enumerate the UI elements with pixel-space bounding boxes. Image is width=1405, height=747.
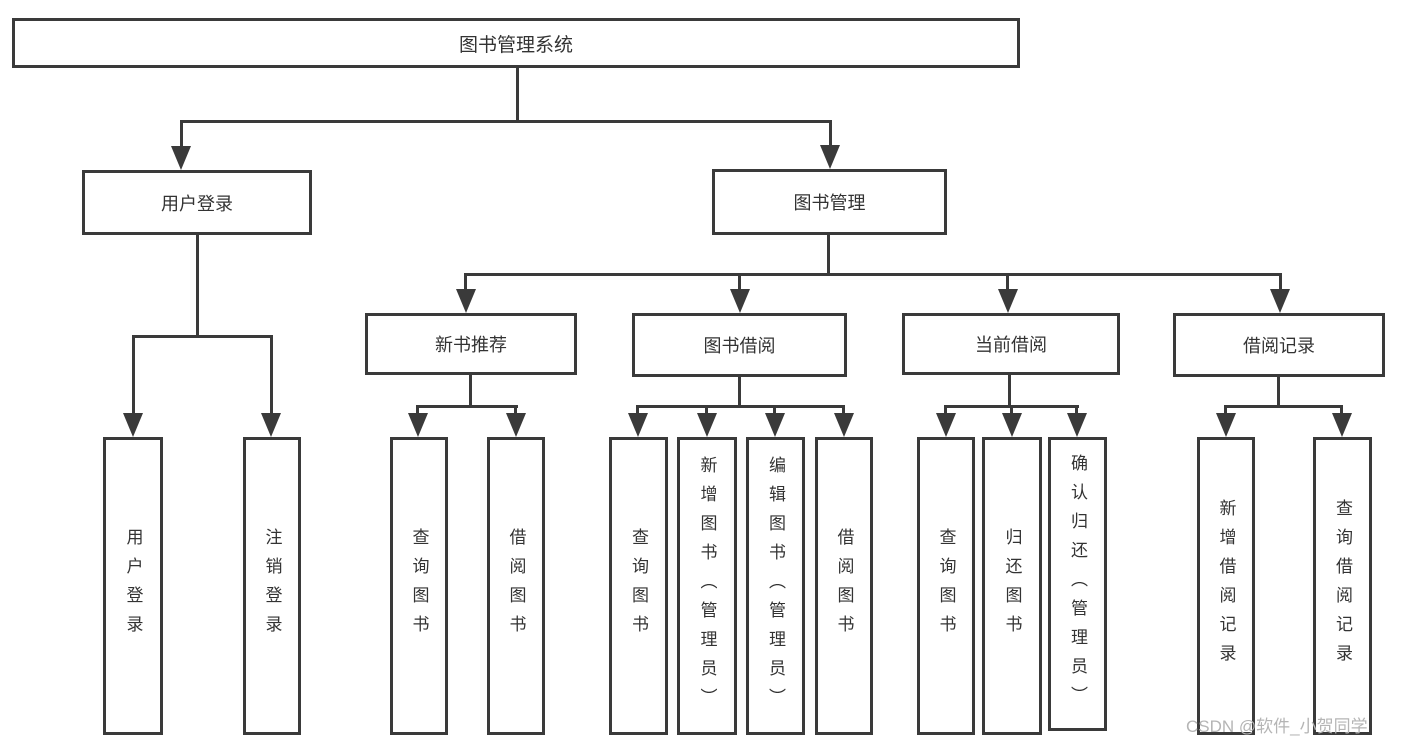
connector-line: [464, 273, 467, 293]
node-label: 当前借阅: [975, 335, 1047, 355]
arrowhead-icon: [936, 413, 956, 437]
connector-line: [270, 335, 273, 415]
connector-line: [416, 405, 419, 417]
arrowhead-icon: [998, 289, 1018, 313]
node-label: 图书借阅: [703, 336, 776, 356]
leaf-add-books-admin: 新增图书（管理员）: [677, 437, 737, 735]
connector-line: [738, 273, 741, 293]
leaf-user-login: 用户登录: [103, 437, 163, 735]
arrowhead-icon: [1216, 413, 1236, 437]
node-book-management: 图书管理: [712, 169, 947, 235]
arrowhead-icon: [171, 146, 191, 170]
connector-line: [773, 405, 776, 417]
connector-line: [842, 405, 845, 417]
connector-line: [417, 405, 518, 408]
connector-line: [827, 235, 830, 275]
leaf-logout: 注销登录: [243, 437, 301, 735]
node-label: 查询图书: [936, 528, 956, 644]
connector-line: [636, 405, 639, 417]
node-label: 用户登录: [161, 193, 233, 214]
node-root-library-system: 图书管理系统: [12, 18, 1020, 68]
connector-line: [1010, 405, 1013, 417]
node-label: 借阅图书: [506, 528, 526, 644]
arrowhead-icon: [261, 413, 281, 437]
arrowhead-icon: [123, 413, 143, 437]
connector-line: [1008, 375, 1011, 407]
arrowhead-icon: [628, 413, 648, 437]
leaf-query-borrow-record: 查询借阅记录: [1313, 437, 1372, 735]
arrowhead-icon: [820, 145, 840, 169]
node-book-borrowing: 图书借阅: [632, 313, 847, 377]
connector-line: [196, 235, 199, 337]
node-label: 查询图书: [409, 528, 429, 644]
csdn-watermark: CSDN @软件_小贺同学: [1186, 717, 1368, 736]
node-label: 图书管理系统: [458, 34, 573, 56]
node-label: 借阅记录: [1243, 336, 1315, 356]
connector-line: [1006, 273, 1009, 293]
node-new-book-recommend: 新书推荐: [365, 313, 577, 375]
leaf-borrow-books: 借阅图书: [815, 437, 873, 735]
node-label: 借阅图书: [834, 528, 854, 644]
connector-line: [514, 405, 517, 417]
arrowhead-icon: [506, 413, 526, 437]
node-label: 用户登录: [123, 528, 143, 644]
node-label: 归还图书: [1002, 528, 1022, 644]
arrowhead-icon: [408, 413, 428, 437]
arrowhead-icon: [1332, 413, 1352, 437]
connector-line: [469, 375, 472, 407]
node-label: 编辑图书（管理员）: [766, 455, 785, 717]
node-label: 新书推荐: [435, 335, 507, 355]
connector-line: [829, 120, 832, 148]
node-label: 新增借阅记录: [1216, 499, 1236, 673]
arrowhead-icon: [730, 289, 750, 313]
leaf-return-books: 归还图书: [982, 437, 1042, 735]
leaf-borrow-books-recommend: 借阅图书: [487, 437, 545, 735]
connector-line: [1279, 273, 1282, 293]
arrowhead-icon: [1002, 413, 1022, 437]
node-label: 注销登录: [262, 528, 282, 644]
connector-line: [132, 335, 135, 415]
connector-line: [1225, 405, 1343, 408]
node-current-borrowing: 当前借阅: [902, 313, 1120, 375]
connector-line: [944, 405, 947, 417]
arrowhead-icon: [1067, 413, 1087, 437]
connector-line: [516, 68, 519, 122]
leaf-query-books-borrowing: 查询图书: [609, 437, 668, 735]
connector-line: [180, 120, 831, 123]
connector-line: [636, 405, 845, 408]
node-user-login: 用户登录: [82, 170, 312, 235]
node-label: 新增图书（管理员）: [697, 455, 717, 717]
node-label: 查询图书: [629, 528, 648, 644]
node-label: 确认归还（管理员）: [1068, 453, 1087, 715]
connector-line: [705, 405, 708, 417]
leaf-query-books-recommend: 查询图书: [390, 437, 448, 735]
node-label: 查询借阅记录: [1333, 499, 1352, 673]
connector-line: [1075, 405, 1078, 417]
connector-line: [465, 273, 1282, 276]
leaf-edit-books-admin: 编辑图书（管理员）: [746, 437, 805, 735]
connector-line: [1277, 377, 1280, 407]
arrowhead-icon: [765, 413, 785, 437]
connector-line: [1224, 405, 1227, 417]
arrowhead-icon: [697, 413, 717, 437]
connector-line: [738, 377, 741, 407]
arrowhead-icon: [456, 289, 476, 313]
node-borrowing-records: 借阅记录: [1173, 313, 1385, 377]
connector-line: [180, 120, 183, 150]
node-label: 图书管理: [793, 193, 866, 213]
leaf-add-borrow-record: 新增借阅记录: [1197, 437, 1255, 735]
connector-line: [132, 335, 273, 338]
arrowhead-icon: [834, 413, 854, 437]
connector-line: [1340, 405, 1343, 417]
arrowhead-icon: [1270, 289, 1290, 313]
leaf-confirm-return-admin: 确认归还（管理员）: [1048, 437, 1107, 731]
leaf-query-books-current: 查询图书: [917, 437, 975, 735]
